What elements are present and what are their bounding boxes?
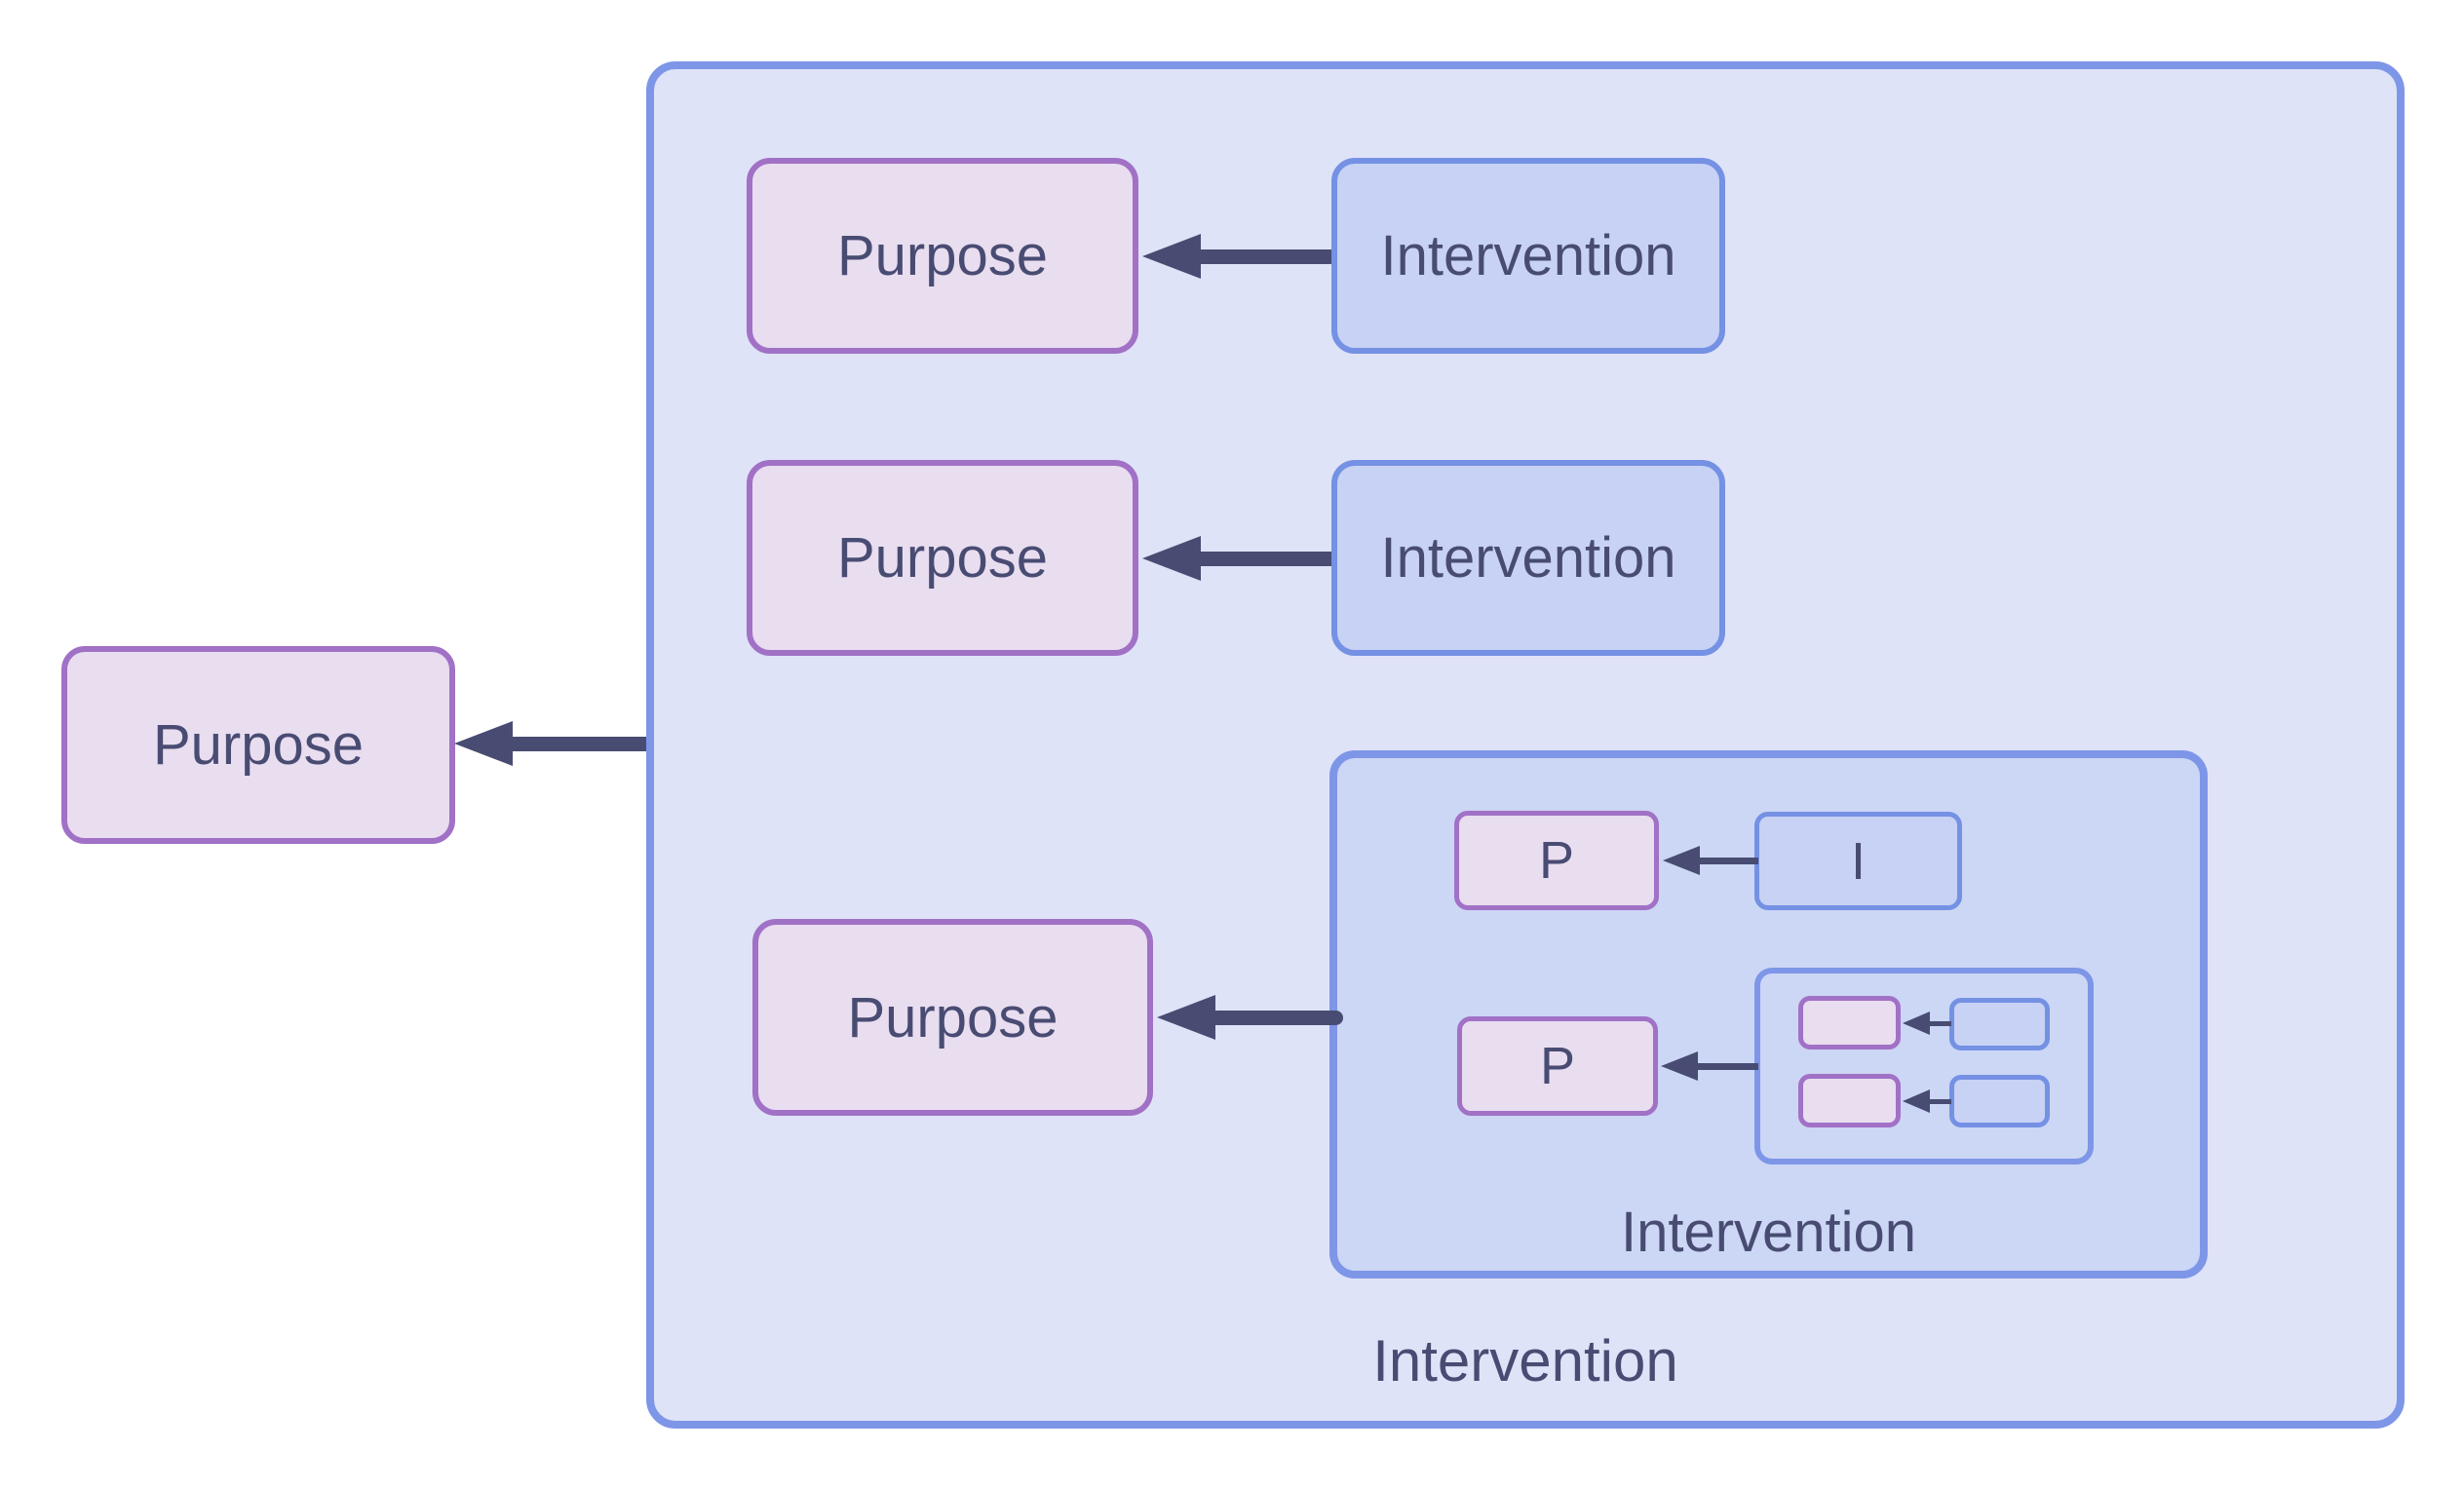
purpose-node-outer: Purpose xyxy=(61,646,455,844)
nested-intervention-container-label: Intervention xyxy=(1620,1201,1917,1264)
intervention-node-2: Intervention xyxy=(1331,460,1725,656)
arrow-container-to-outer-purpose-shaft xyxy=(507,737,646,751)
arrow-intervention2-to-purpose2-head xyxy=(1142,536,1201,581)
arrow-innermost-to-p-head xyxy=(1661,1051,1698,1081)
purpose-node-1: Purpose xyxy=(747,158,1138,354)
arrow-intervention1-to-purpose1-shaft xyxy=(1195,249,1331,264)
purpose-node-3: Purpose xyxy=(752,919,1153,1116)
purpose-node-tiny-1 xyxy=(1798,996,1901,1050)
purpose-node-2: Purpose xyxy=(747,460,1138,656)
intervention-node-tiny-1 xyxy=(1949,998,2050,1050)
arrow-intervention1-to-purpose1-head xyxy=(1142,234,1201,279)
intervention-node-small-1: I xyxy=(1754,812,1962,910)
intervention-node-tiny-2 xyxy=(1949,1075,2050,1127)
purpose-node-small-1: P xyxy=(1454,811,1659,910)
arrow-nested-to-purpose3-shaft xyxy=(1210,1011,1343,1025)
purpose-node-small-2: P xyxy=(1457,1016,1658,1116)
intervention-container-label: Intervention xyxy=(1372,1328,1678,1394)
arrow-innermost-to-p-shaft xyxy=(1692,1063,1758,1070)
arrow-tiny1-head xyxy=(1903,1012,1930,1035)
arrow-tiny2-shaft xyxy=(1926,1099,1951,1104)
arrow-i-to-p-shaft xyxy=(1694,858,1758,864)
arrow-container-to-outer-purpose-head xyxy=(454,721,513,766)
arrow-tiny1-shaft xyxy=(1926,1021,1951,1026)
arrow-i-to-p-head xyxy=(1663,846,1700,875)
arrow-intervention2-to-purpose2-shaft xyxy=(1195,552,1331,566)
arrow-tiny2-head xyxy=(1903,1089,1930,1113)
intervention-node-1: Intervention xyxy=(1331,158,1725,354)
arrow-nested-to-purpose3-head xyxy=(1157,995,1215,1040)
purpose-node-tiny-2 xyxy=(1798,1074,1901,1127)
